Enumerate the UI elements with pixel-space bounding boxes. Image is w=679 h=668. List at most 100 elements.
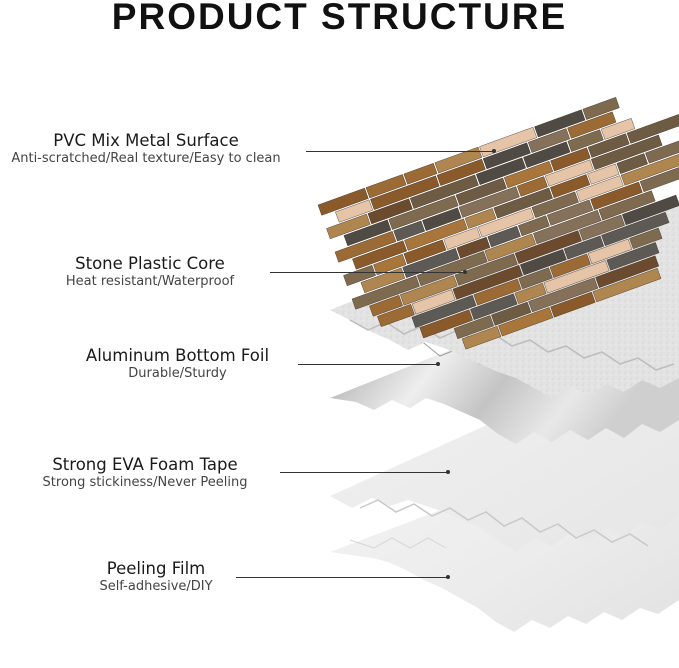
mosaic-strip [600, 118, 636, 140]
mosaic-strip [514, 282, 547, 304]
layer-desc: Anti-scratched/Real texture/Easy to clea… [11, 151, 281, 166]
mosaic-strip [453, 315, 494, 340]
mosaic-strip [470, 293, 518, 320]
mosaic-strip [373, 253, 407, 276]
mosaic-strip [549, 253, 591, 278]
mosaic-strip [645, 140, 679, 164]
mosaic-strip [365, 174, 407, 199]
layer-name: Peeling Film [106, 559, 206, 578]
mosaic-strip [528, 277, 599, 313]
mosaic-strip [334, 231, 397, 263]
mosaic-strip [484, 233, 536, 262]
mosaic-strip [575, 175, 624, 202]
mosaic-strip [475, 157, 526, 185]
mosaic-strip [598, 190, 656, 221]
layer-desc: Strong stickiness/Never Peeling [42, 475, 248, 490]
mosaic-strip [367, 198, 413, 225]
mosaic-strip [400, 275, 458, 306]
layer-desc: Durable/Sturdy [128, 366, 227, 381]
mosaic-strip [550, 291, 596, 318]
leader-line [270, 272, 465, 273]
mosaic-strip [527, 128, 571, 153]
mosaic-strip [393, 220, 425, 242]
mosaic-strip [567, 129, 604, 152]
mosaic-strip [523, 141, 571, 168]
mosaic-strip [587, 163, 620, 185]
label-aluminum-foil: Aluminum Bottom Foil Durable/Sturdy [0, 346, 355, 382]
mosaic-strip [587, 238, 633, 265]
mosaic-strip [516, 176, 548, 197]
mosaic-strip [491, 301, 532, 326]
mosaic-strip [402, 248, 460, 278]
mosaic-strip [352, 240, 408, 270]
mosaic-strip [493, 187, 553, 219]
layer-name: Stone Plastic Core [75, 254, 225, 273]
mosaic-strip [639, 167, 679, 193]
mosaic-strip [533, 209, 602, 245]
leader-dot [436, 362, 440, 366]
mosaic-strip [377, 304, 415, 327]
mosaic-strip [587, 133, 630, 158]
mosaic-strip [317, 187, 369, 216]
mosaic-strip [409, 174, 479, 209]
mosaic-strip [411, 295, 477, 328]
mosaic-strip [416, 251, 488, 287]
page-title: PRODUCT STRUCTURE [111, 0, 568, 37]
leader-line [306, 151, 494, 152]
mosaic-strip [452, 264, 523, 300]
mosaic-strip [582, 97, 620, 120]
mosaic-strip [464, 208, 497, 229]
mosaic-strip [534, 109, 586, 138]
mosaic-strip [518, 215, 550, 237]
mosaic-strip [473, 278, 522, 306]
mosaic-strip [478, 207, 535, 238]
mosaic-strip [629, 227, 663, 250]
mosaic-strip [616, 153, 648, 174]
mosaic-strip [403, 163, 438, 185]
mosaic-strip [434, 146, 483, 174]
mosaic-strip [550, 174, 591, 199]
mosaic-strip [590, 181, 643, 211]
layer-desc: Self-adhesive/DIY [99, 579, 213, 594]
mosaic-strip [461, 325, 502, 350]
mosaic-strip [335, 199, 374, 223]
mosaic-strip [514, 230, 582, 264]
mosaic-strip [351, 275, 420, 310]
mosaic-strip [455, 177, 507, 206]
mosaic-strip [620, 154, 679, 186]
mosaic-strip [601, 211, 670, 246]
mosaic-strip [411, 289, 456, 315]
leader-dot [492, 149, 496, 153]
leader-dot [446, 575, 450, 579]
leader-dot [446, 470, 450, 474]
mosaic-strip [487, 225, 521, 248]
mosaic-strip [498, 307, 554, 337]
mosaic-strip [370, 175, 440, 210]
mosaic-strip [579, 214, 625, 241]
layer-name: Strong EVA Foam Tape [52, 455, 238, 474]
mosaic-strip [458, 186, 520, 218]
mosaic-strip [343, 219, 392, 247]
mosaic-strip [606, 242, 660, 271]
mosaic-strip [443, 227, 481, 250]
mosaic-strip [436, 158, 486, 186]
leader-line [280, 472, 448, 473]
layer-name: Aluminum Bottom Foil [85, 346, 270, 365]
mosaic-strip [369, 295, 403, 317]
mosaic-strip [343, 264, 376, 287]
mosaic-strip [456, 236, 491, 259]
mosaic-strip [626, 114, 679, 144]
mosaic-strip [592, 268, 662, 303]
mosaic-strip [567, 111, 617, 139]
pvc-metal-surface-layer [317, 97, 679, 350]
leader-line [236, 577, 448, 578]
mosaic-strip [482, 142, 531, 170]
label-eva-foam: Strong EVA Foam Tape Strong stickiness/N… [0, 455, 290, 491]
mosaic-strip [503, 161, 554, 189]
leader-dot [463, 270, 467, 274]
mosaic-strip [419, 309, 473, 339]
mosaic-strip [520, 249, 567, 276]
leader-line [298, 364, 438, 365]
mosaic-strip [388, 195, 459, 230]
layer-desc: Heat resistant/Waterproof [65, 274, 235, 289]
